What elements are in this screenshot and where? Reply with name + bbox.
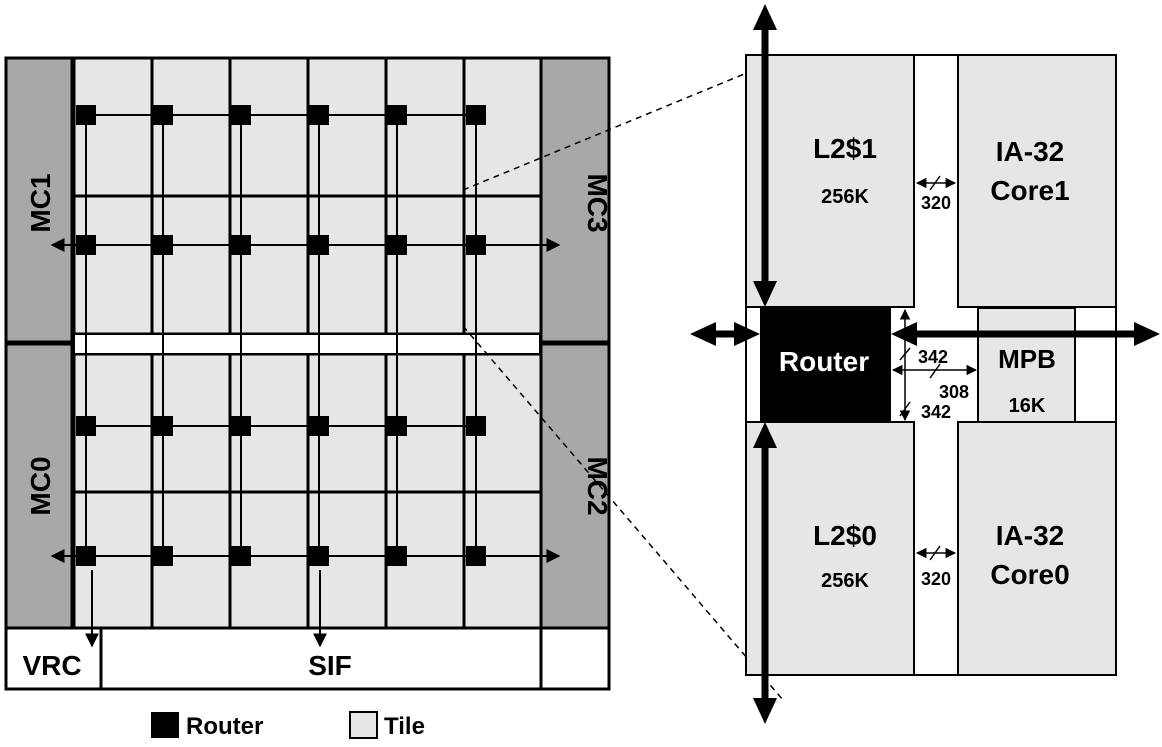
- arrow-east-right: [1134, 322, 1160, 346]
- arrow-west-left: [690, 322, 716, 346]
- router: [466, 416, 486, 436]
- tile: [384, 194, 466, 336]
- l2-bottom-name: L2$0: [813, 520, 877, 551]
- router: [387, 416, 407, 436]
- core1-line2: Core1: [990, 175, 1069, 206]
- router: [153, 546, 173, 566]
- router: [466, 105, 486, 125]
- core1-line1: IA-32: [996, 136, 1064, 167]
- bus-l2-core0-width: 320: [921, 569, 951, 589]
- router: [76, 105, 96, 125]
- mc1-label: MC1: [25, 173, 56, 232]
- l2-cache-0-block: [745, 421, 915, 676]
- router: [231, 416, 251, 436]
- mc0-label: MC0: [25, 456, 56, 515]
- bus-slash-upper: [899, 347, 911, 361]
- bus-slash-l2-core1: [929, 175, 941, 191]
- mpb-block: [977, 307, 1076, 423]
- legend-tile-swatch: [349, 711, 378, 739]
- router: [153, 416, 173, 436]
- bus-router-lower-width: 342: [921, 402, 951, 422]
- core0-block: [957, 421, 1117, 676]
- router: [309, 546, 329, 566]
- legend: Router Tile: [151, 711, 425, 740]
- tile: [228, 56, 310, 198]
- router: [231, 546, 251, 566]
- vrc-label: VRC: [22, 650, 81, 681]
- arrow-west-right: [734, 322, 760, 346]
- arrow-north-up: [753, 4, 777, 30]
- arrow-south-down: [753, 698, 777, 724]
- tile: [228, 194, 310, 336]
- sif-label: SIF: [308, 650, 352, 681]
- router: [231, 105, 251, 125]
- corner-block: [539, 626, 611, 691]
- bus-slash-router-mpb: [929, 363, 941, 379]
- router: [153, 105, 173, 125]
- router: [153, 235, 173, 255]
- arrow-south-up: [753, 422, 777, 448]
- router-block: [760, 307, 891, 421]
- router: [309, 416, 329, 436]
- legend-tile-label: Tile: [384, 713, 425, 740]
- router: [231, 235, 251, 255]
- l2-bottom-size: 256K: [821, 570, 869, 592]
- mc1-block: [4, 56, 74, 344]
- router: [76, 416, 96, 436]
- mc3-block: [539, 56, 611, 344]
- tile: [384, 56, 466, 198]
- sif-block: [99, 626, 543, 691]
- chip-floorplan: MC1 MC0 MC3 MC2 VRC SIF: [4, 56, 613, 691]
- mc3-label: MC3: [582, 173, 613, 232]
- tile-detail: L2$1 256K IA-32 Core1 L2$0 256K IA-32 Co…: [690, 4, 1160, 724]
- router: [309, 235, 329, 255]
- l2-top-size: 256K: [821, 186, 869, 208]
- bus-router-mpb-width: 308: [939, 382, 969, 402]
- mc2-label: MC2: [582, 456, 613, 515]
- bus-l2-core1-width: 320: [921, 193, 951, 213]
- l2-top-name: L2$1: [813, 133, 877, 164]
- mpb-name: MPB: [998, 344, 1056, 374]
- mpb-size: 16K: [1009, 395, 1046, 417]
- core0-line1: IA-32: [996, 520, 1064, 551]
- l2-cache-1-block: [745, 54, 915, 308]
- router: [387, 235, 407, 255]
- zoom-line-bottom: [462, 325, 784, 701]
- mesh-network: [85, 114, 477, 557]
- bus-slash-lower: [899, 401, 911, 417]
- router: [309, 105, 329, 125]
- core0-line2: Core0: [990, 559, 1069, 590]
- router: [387, 546, 407, 566]
- legend-router-label: Router: [186, 713, 263, 740]
- core1-block: [957, 54, 1117, 308]
- router-array: [76, 105, 486, 566]
- legend-router-swatch: [151, 712, 179, 738]
- bus-router-upper-width: 342: [918, 347, 948, 367]
- arrow-east-left: [891, 322, 917, 346]
- router: [387, 105, 407, 125]
- arrow-north-down: [753, 281, 777, 307]
- bus-slash-l2-core0: [929, 545, 941, 561]
- zoom-line-top: [462, 57, 784, 191]
- center-gap: [73, 333, 541, 355]
- router-detail-label: Router: [779, 346, 869, 377]
